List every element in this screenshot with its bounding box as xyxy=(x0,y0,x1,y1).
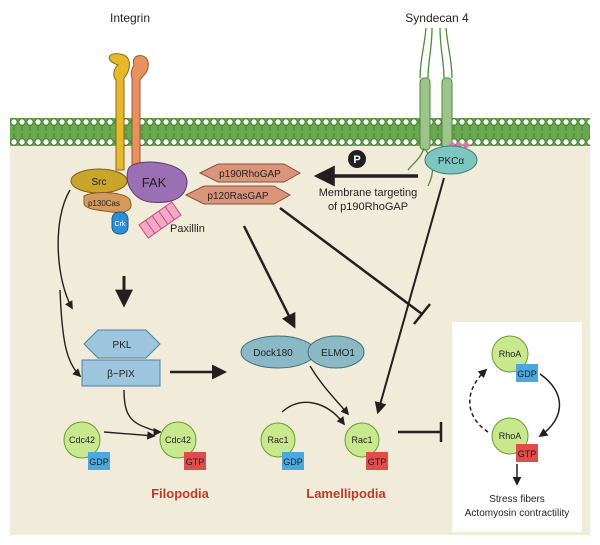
dock180-label: Dock180 xyxy=(253,348,293,359)
cdc42-gdp-label: Cdc42 xyxy=(69,435,95,445)
rac1-exchange-arrow xyxy=(281,401,346,426)
membrane-targeting-line2: of p190RhoGAP xyxy=(328,201,408,213)
fak-label: FAK xyxy=(142,175,167,190)
p190rhogap-label: p190RhoGAP xyxy=(219,169,281,180)
rhoa-gtp-nucleotide: GTP xyxy=(518,449,537,459)
rac1-gtp-label: Rac1 xyxy=(351,435,372,445)
pkc-to-rac1-arrow xyxy=(374,177,445,415)
membrane-targeting-line1: Membrane targeting xyxy=(319,187,417,199)
rhoa-gdp-label: RhoA xyxy=(499,349,522,359)
gap-inhibits-rho-line xyxy=(279,206,431,325)
dock180-elmo1-complex: Dock180 ELMO1 xyxy=(240,335,365,369)
p130cas-to-bpix-arrow xyxy=(57,189,73,310)
pkl-protein: PKL xyxy=(83,329,161,359)
rhoa-gtp: RhoA GTP xyxy=(491,417,538,462)
filopodia-label: Filopodia xyxy=(151,486,210,501)
actomyosin-label: Actomyosin contractility xyxy=(465,508,569,519)
cdc42-exchange-arrow xyxy=(103,431,156,440)
integrin-receptor xyxy=(108,53,149,171)
paxillin-scaffold xyxy=(138,201,182,239)
cdc42-gdp-nucleotide: GDP xyxy=(89,457,109,467)
pkl-label: PKL xyxy=(113,340,132,351)
rac1-gdp: Rac1 GDP xyxy=(260,422,304,470)
rhoa-gdp: RhoA GDP xyxy=(491,335,538,382)
p130cas-label: p130Cas xyxy=(88,199,120,208)
bpix-to-cdc42-arrow xyxy=(123,389,162,437)
rac1-inhibits-rhoa-line xyxy=(398,422,443,442)
src-kinase: Src xyxy=(70,168,128,194)
pkc-alpha: PKCα xyxy=(424,145,478,175)
elmo1-label: ELMO1 xyxy=(321,348,355,359)
cdc42-gtp-nucleotide: GTP xyxy=(186,457,205,467)
pkc-label: PKCα xyxy=(438,156,465,167)
crk-label: Crk xyxy=(115,221,126,228)
curved-to-bpix-arrow xyxy=(59,289,82,378)
p120rasgap: p120RasGAP xyxy=(184,185,292,205)
paxillin-label: Paxillin xyxy=(170,223,205,235)
p190rhogap: p190RhoGAP xyxy=(198,163,302,183)
rac1-gdp-nucleotide: GDP xyxy=(283,457,303,467)
bpix-label: β−PIX xyxy=(107,369,135,380)
stress-fibers-label: Stress fibers xyxy=(489,494,545,505)
integrin-label: Integrin xyxy=(110,11,150,25)
phospho-label: P xyxy=(353,154,360,166)
cdc42-gdp: Cdc42 GDP xyxy=(63,421,110,470)
syndecan-label: Syndecan 4 xyxy=(405,11,469,25)
gap-to-dock180-arrow xyxy=(242,225,296,329)
dock-to-rac1-arrow xyxy=(309,365,350,416)
rhoa-inactivation-arrow xyxy=(469,368,489,433)
rac1-gtp-nucleotide: GTP xyxy=(368,457,387,467)
pip2-lipids xyxy=(449,142,469,148)
rac1-gtp: Rac1 GTP xyxy=(344,422,388,470)
lamellipodia-label: Lamellipodia xyxy=(306,486,386,501)
rac1-gdp-label: Rac1 xyxy=(267,435,288,445)
crk-adaptor: Crk xyxy=(111,211,129,235)
fak-kinase: FAK xyxy=(126,161,188,203)
p130cas-adaptor: p130Cas xyxy=(83,192,132,213)
src-label: Src xyxy=(92,177,107,188)
p120rasgap-label: p120RasGAP xyxy=(207,191,268,202)
plasma-membrane-lipids xyxy=(10,118,590,146)
rhoa-gdp-nucleotide: GDP xyxy=(517,369,537,379)
cdc42-gtp: Cdc42 GTP xyxy=(159,421,206,470)
rhoa-activation-arrow xyxy=(538,373,561,438)
phosphorylation-badge: P xyxy=(348,150,366,168)
cdc42-gtp-label: Cdc42 xyxy=(165,435,191,445)
rhoa-gtp-label: RhoA xyxy=(499,431,522,441)
beta-pix-gef: β−PIX xyxy=(81,359,161,387)
